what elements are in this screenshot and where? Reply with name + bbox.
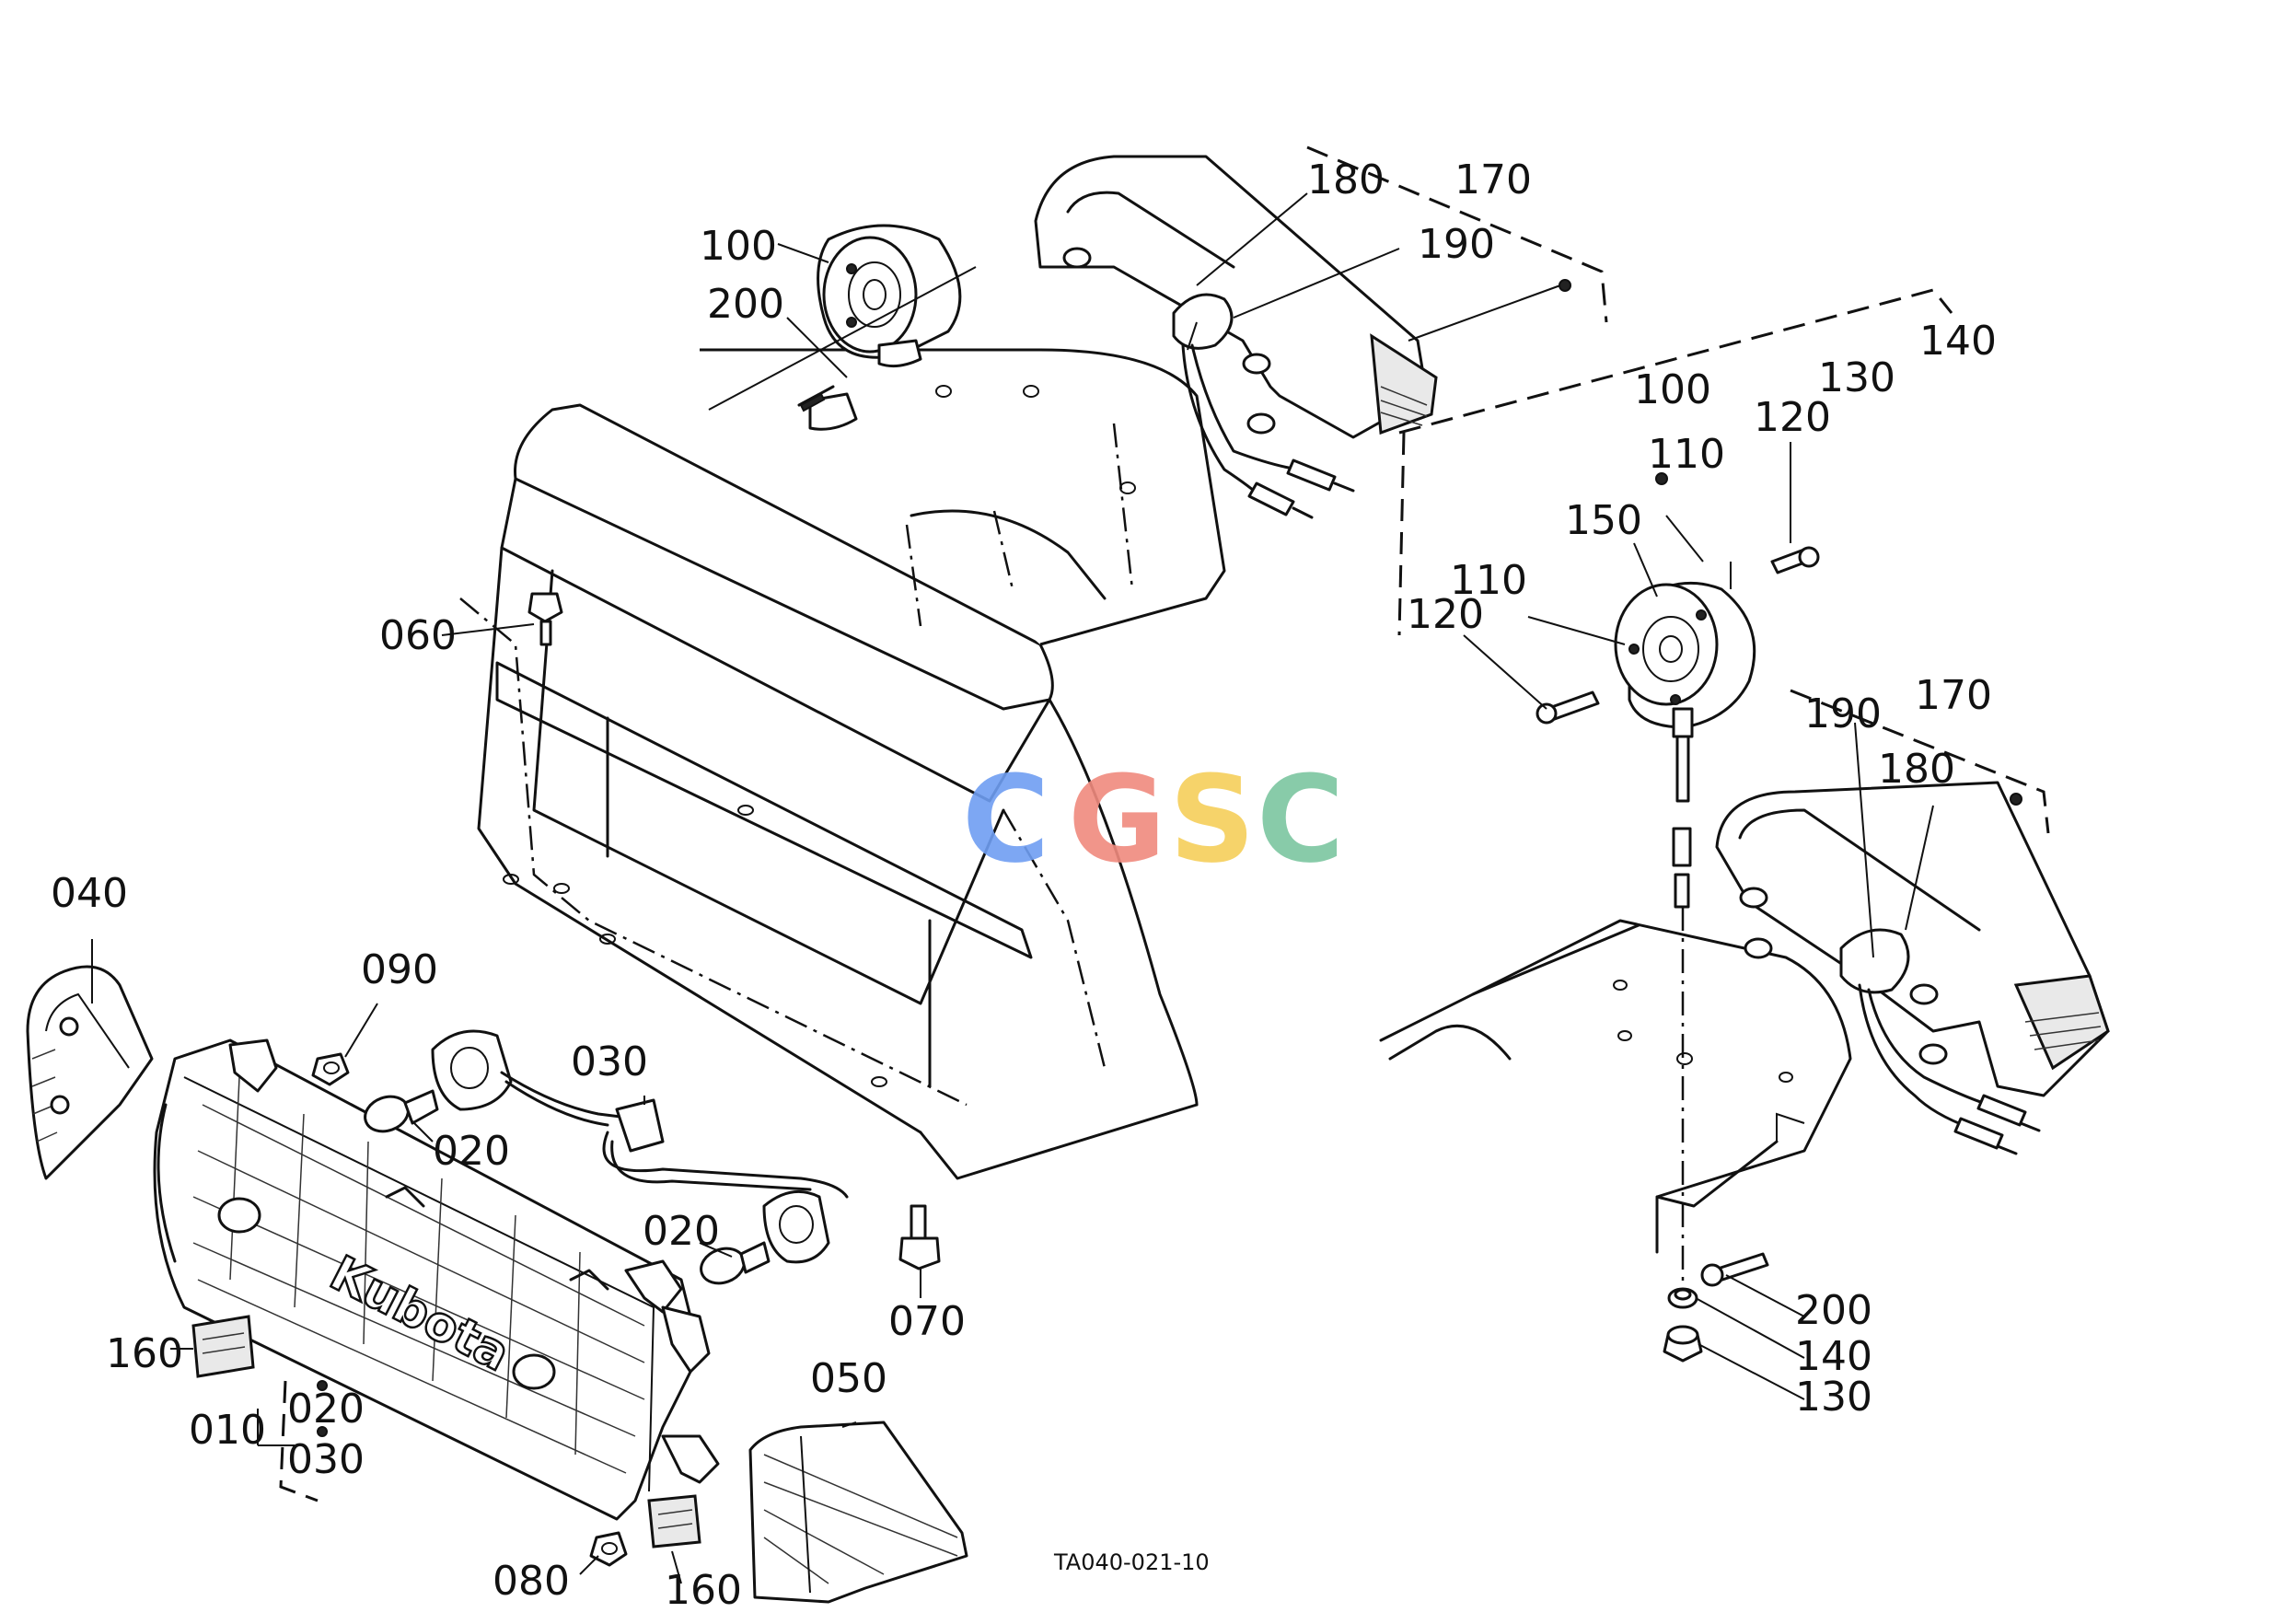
label-050: 050 <box>810 1355 887 1402</box>
work-light-right <box>1536 546 1820 1284</box>
label-200-top: 200 <box>707 281 784 328</box>
label-020-assembly: 020 <box>287 1386 365 1433</box>
label-030-assembly: 030 <box>287 1436 365 1483</box>
label-180-top: 180 <box>1307 157 1385 203</box>
label-130-right: 130 <box>1818 354 1895 401</box>
label-100-top: 100 <box>700 223 777 270</box>
watermark-letter-2: G <box>1068 749 1166 889</box>
watermark: C G S C <box>962 749 1344 889</box>
watermark-letter-4: C <box>1257 749 1344 889</box>
label-090: 090 <box>361 946 438 993</box>
label-010: 010 <box>189 1407 266 1454</box>
label-020-lower: 020 <box>643 1208 720 1255</box>
label-110-right-top: 110 <box>1648 431 1725 478</box>
label-110-right-left: 110 <box>1450 557 1527 604</box>
label-170-right: 170 <box>1915 672 1992 719</box>
watermark-letter-1: C <box>962 749 1049 889</box>
label-200-right: 200 <box>1795 1287 1872 1334</box>
label-180-right: 180 <box>1878 746 1955 793</box>
hood-assembly <box>459 348 1226 1180</box>
label-070: 070 <box>888 1298 966 1345</box>
headlight-assembly: Kubota <box>153 1038 720 1521</box>
turn-lamp-right <box>748 1421 968 1604</box>
label-190-right: 190 <box>1804 690 1882 737</box>
label-140-bottom: 140 <box>1795 1333 1872 1380</box>
label-140-right: 140 <box>1919 318 1997 365</box>
label-080: 080 <box>493 1558 570 1605</box>
label-020-upper: 020 <box>433 1128 510 1175</box>
work-light-top <box>797 224 962 431</box>
label-160-bottom: 160 <box>665 1567 742 1614</box>
leader-lines <box>91 145 2050 1584</box>
label-150: 150 <box>1565 497 1642 544</box>
work-light-cover-right <box>1715 781 2110 1155</box>
watermark-letter-3: S <box>1169 749 1256 889</box>
label-120-right-top: 120 <box>1754 394 1831 441</box>
label-130-bottom: 130 <box>1795 1374 1872 1421</box>
part-labels: 100 200 180 170 190 100 130 140 120 110 … <box>51 157 1997 1614</box>
label-190-top: 190 <box>1418 221 1495 268</box>
label-100-right: 100 <box>1634 366 1711 413</box>
cab-roof-section <box>1379 919 1852 1254</box>
label-040: 040 <box>51 870 128 917</box>
turn-lamp-left <box>26 965 154 1180</box>
drawing-code: TA040-021-10 <box>1053 1549 1210 1575</box>
label-060: 060 <box>379 612 457 659</box>
work-light-cover-top <box>1034 155 1438 519</box>
label-170-top: 170 <box>1454 157 1532 203</box>
fasteners-lower-right <box>1663 1252 1769 1363</box>
label-120-right-left: 120 <box>1407 591 1484 638</box>
label-030-harness: 030 <box>571 1038 648 1085</box>
bulbs-and-harness <box>191 592 941 1567</box>
label-160-left: 160 <box>106 1330 183 1377</box>
